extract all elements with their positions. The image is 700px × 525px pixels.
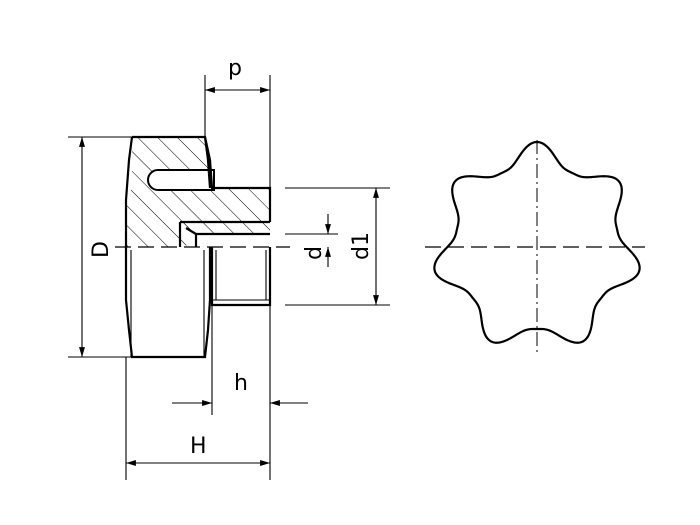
bushing-lower [210, 247, 272, 307]
star-knob-outline [433, 140, 641, 344]
dim-h-label: h [234, 371, 248, 396]
knob-outline [124, 135, 272, 247]
dim-d-label: d [302, 246, 327, 260]
dim-D-label: D [89, 241, 114, 258]
dimensions: p D d d1 h H [68, 56, 390, 480]
dim-H-label: H [190, 434, 207, 459]
finger-slot [147, 169, 215, 191]
bushing-insert [180, 222, 270, 234]
front-view [425, 140, 645, 355]
knob-lower-body [124, 247, 212, 359]
dim-d1-label: d1 [349, 232, 374, 260]
dim-p-label: p [228, 56, 242, 81]
section-view [115, 135, 290, 359]
hatched-section [126, 137, 270, 247]
